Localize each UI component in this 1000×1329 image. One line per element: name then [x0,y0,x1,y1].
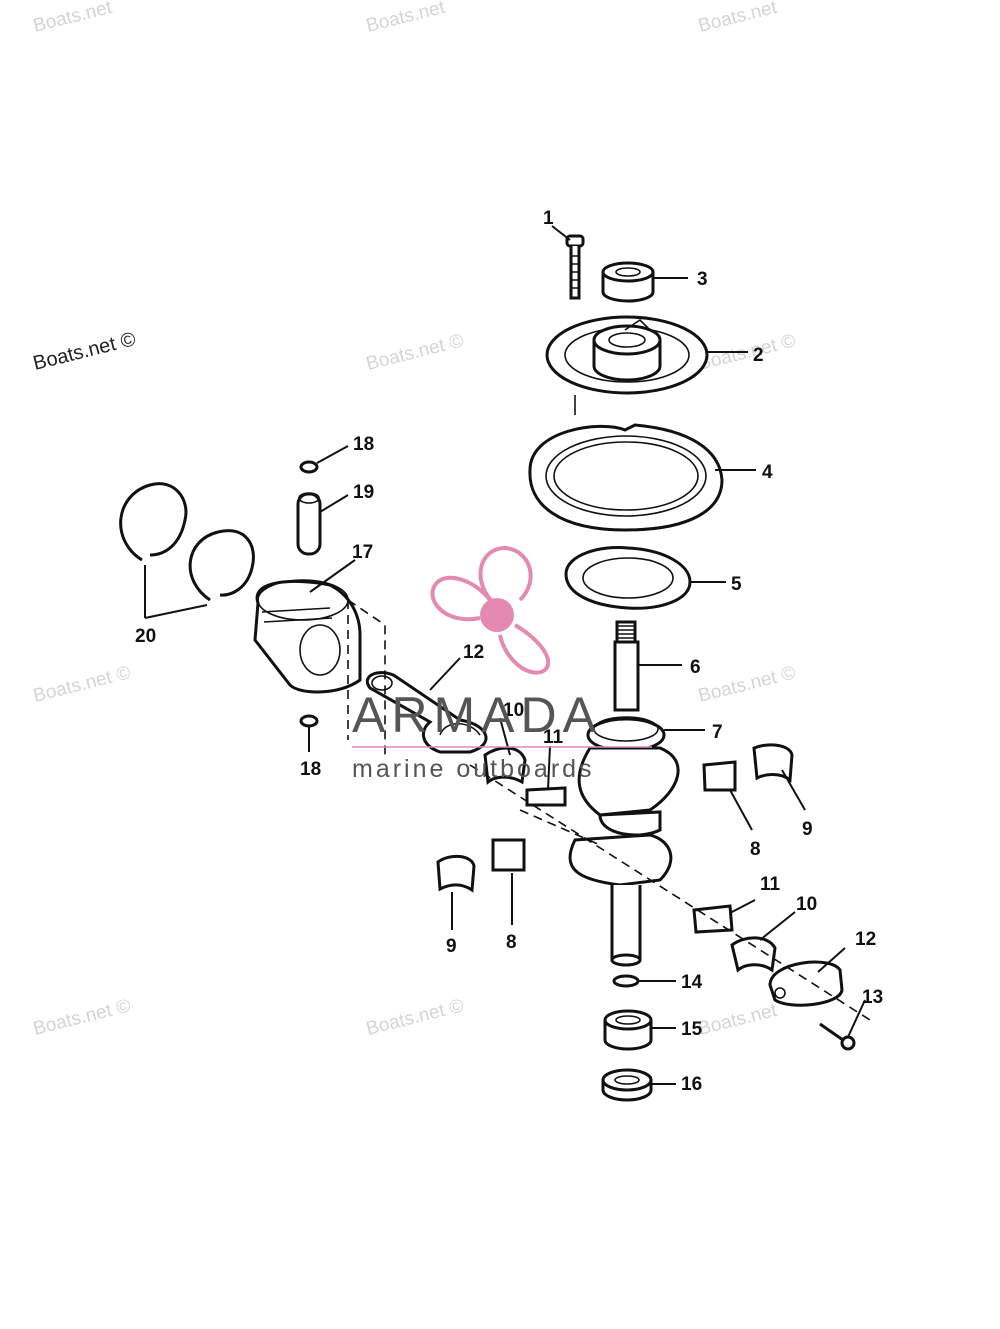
callout-3: 3 [697,269,708,290]
part-20-piston-rings [119,482,255,602]
part-2-end-cap [545,315,709,415]
armada-logo: ARMADA marine outboards [352,545,652,783]
part-11-needle-cage-left [525,786,567,807]
brand-tagline: marine outboards [352,755,595,783]
callout-7: 7 [712,722,723,743]
part-6-crankshaft [568,620,680,967]
part-19-piston-pin [296,492,322,556]
callout-18-top: 18 [353,434,374,455]
part-8-needle-cage-lower [491,838,526,872]
brand-name: ARMADA [352,687,602,743]
callout-10-lower: 10 [796,894,817,915]
alignment-lines [347,599,871,1021]
callout-9-lower: 9 [446,936,457,957]
callout-1: 1 [543,208,554,229]
callout-19: 19 [353,482,374,503]
watermark-text: Boats.net © [696,662,798,706]
callout-2: 2 [753,345,764,366]
part-18-clip-bottom [299,714,319,728]
part-18-clip-top [299,460,319,474]
part-12-connecting-rod [366,671,488,754]
part-14-o-ring [612,974,640,988]
part-12-rod-cap [768,960,844,1007]
part-8-needle-cage-right [702,760,737,792]
watermark-text: Boats.net © [31,662,133,706]
callout-14: 14 [681,972,703,993]
callout-labels: 1 2 3 4 5 6 7 8 9 10 11 12 13 14 15 16 1… [135,208,883,1095]
part-3-seal [601,261,655,303]
callout-8-lower: 8 [506,932,517,953]
callout-5: 5 [731,574,742,595]
callout-17: 17 [352,542,373,563]
propeller-icon [430,545,551,675]
leader-lines [144,225,866,1085]
part-10-bearing-shell-left [483,746,527,785]
part-4-gasket-frame [528,423,724,532]
callout-11: 11 [543,727,564,748]
part-5-gasket [564,545,692,610]
callout-13: 13 [862,987,883,1008]
callout-12-lower: 12 [855,929,876,950]
part-9-bearing-shell-lower [436,854,476,893]
callout-11-lower: 11 [760,874,781,895]
watermark-text: Boats.net [364,0,448,37]
callout-10: 10 [503,700,524,721]
callout-9: 9 [802,819,813,840]
callout-16: 16 [681,1074,702,1095]
part-16-seal [601,1068,653,1102]
callout-12: 12 [463,642,484,663]
watermark-text: Boats.net © [31,328,138,375]
part-9-bearing-shell-right [752,743,794,783]
callout-6: 6 [690,657,701,678]
callout-8: 8 [750,839,761,860]
watermark-text: Boats.net © [364,995,466,1039]
watermark-text: Boats.net © [31,995,133,1039]
part-15-bearing [603,1009,653,1051]
watermark-text: Boats.net © [364,330,466,374]
watermark-text: Boats.net [31,0,115,37]
watermark-text: Boats.net [696,1000,780,1040]
part-17-piston [253,579,362,694]
callout-18-bottom: 18 [300,759,321,780]
callout-15: 15 [681,1019,703,1040]
part-10-bearing-shell-lower [730,936,777,973]
callout-4: 4 [762,462,773,483]
watermark-text: Boats.net [696,0,780,37]
part-1-screw [565,234,585,300]
callout-20: 20 [135,626,156,647]
